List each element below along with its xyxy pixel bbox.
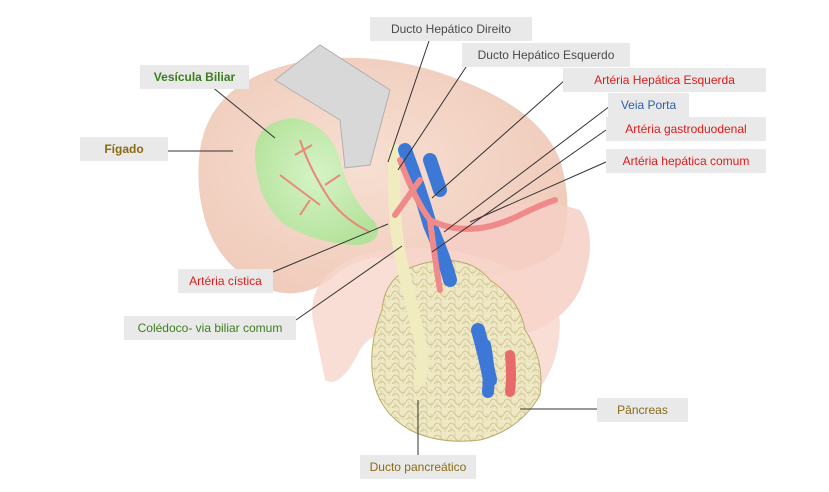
label-arteria-hepatica-esquerda: Artéria Hepática Esquerda	[563, 68, 766, 92]
retractor	[274, 44, 391, 169]
label-arteria-gastroduodenal: Artéria gastroduodenal	[606, 117, 766, 141]
gallbladder-shape	[255, 118, 378, 245]
label-ducto-hepatico-direito: Ducto Hepático Direito	[370, 17, 532, 41]
label-pancreas: Pâncreas	[597, 398, 688, 422]
leader-lines	[168, 37, 611, 455]
bile-duct-shape	[388, 144, 429, 386]
hepatic-artery-shape	[392, 157, 558, 293]
label-arteria-cistica: Artéria cística	[178, 269, 273, 293]
label-vesicula-biliar: Vesícula Biliar	[140, 65, 249, 89]
mesenteric-vessels	[479, 339, 495, 398]
label-ducto-hepatico-esquerdo: Ducto Hepático Esquerdo	[462, 43, 630, 67]
mesenteric-artery	[505, 350, 516, 397]
label-arteria-hepatica-comum: Artéria hepática comum	[606, 149, 766, 173]
label-veia-porta: Veia Porta	[608, 93, 689, 117]
label-figado: Fígado	[80, 137, 168, 161]
label-ducto-pancreatico: Ducto pancreático	[360, 455, 476, 479]
label-coledoco: Colédoco- via biliar comum	[124, 316, 296, 340]
cystic-artery-branches	[279, 139, 371, 233]
